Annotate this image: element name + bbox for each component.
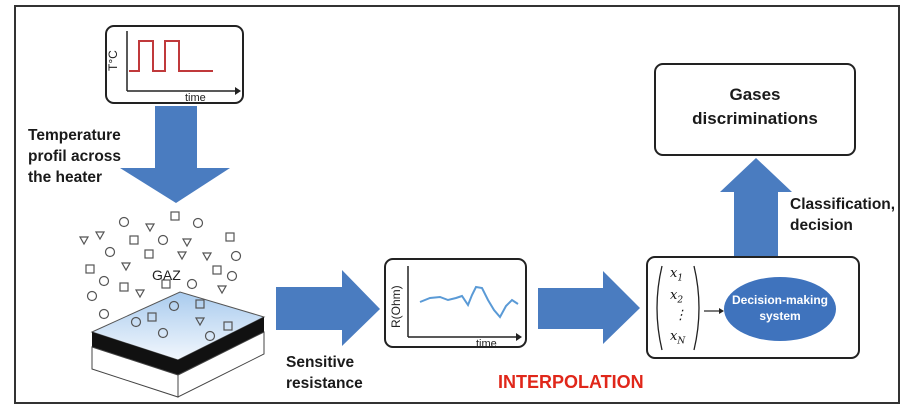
temperature-label-line3: the heater xyxy=(28,169,103,186)
classification-label: Classification, decision xyxy=(790,194,895,236)
decision-diagram: Decision-making system xyxy=(656,265,836,351)
vector-arrow-head-icon xyxy=(719,308,724,314)
gases-line2: discriminations xyxy=(692,109,818,128)
temp-y-axis-label: T°C xyxy=(107,50,120,71)
temperature-profile-plot: T°C time xyxy=(107,31,241,102)
gases-discriminations-label: Gases discriminations xyxy=(656,83,854,131)
resistance-y-axis-label: R(Ohm) xyxy=(389,285,403,328)
vector-xn: xN xyxy=(670,329,686,347)
resistance-plot-box: R(Ohm) time xyxy=(384,258,527,348)
vector-right-bracket xyxy=(693,265,700,351)
classification-line1: Classification, xyxy=(790,196,896,213)
x-axis-arrow-icon xyxy=(235,87,241,95)
sensitive-line1: Sensitive xyxy=(286,354,355,371)
resistance-x-axis-label: time xyxy=(476,338,497,346)
gases-discriminations-box: Gases discriminations xyxy=(654,63,856,156)
decision-system-line1: Decision-making xyxy=(732,293,828,307)
temperature-label-line2: profil across xyxy=(28,148,122,165)
sensitive-resistance-label: Sensitive resistance xyxy=(286,352,363,394)
temp-x-axis-label: time xyxy=(185,92,206,102)
sensor-layer-right xyxy=(178,317,264,375)
temperature-label: Temperature profil across the heater xyxy=(28,125,121,188)
decision-system-ellipse xyxy=(724,277,836,341)
interpolation-label: INTERPOLATION xyxy=(498,372,644,392)
sensor-layer-left xyxy=(92,332,178,375)
decision-box: Decision-making system x1 x2 ⋮ xN xyxy=(646,256,860,359)
vector-x1: x1 xyxy=(670,266,684,284)
gaz-label: GAZ xyxy=(152,267,181,283)
decision-system-line2: system xyxy=(759,309,800,323)
vector-dots: ⋮ xyxy=(674,308,687,323)
resistance-plot: R(Ohm) time xyxy=(389,266,522,346)
sensor-base-right xyxy=(177,331,265,398)
vector-x2: x2 xyxy=(670,288,684,306)
temperature-label-line1: Temperature xyxy=(28,127,121,144)
figure-frame xyxy=(14,5,900,404)
x-axis-arrow-icon xyxy=(516,333,522,341)
resistance-signal xyxy=(419,285,519,319)
gas-molecules xyxy=(78,211,242,342)
gases-line1: Gases xyxy=(729,85,781,104)
temperature-profile-box: T°C time xyxy=(105,25,244,104)
temperature-signal xyxy=(129,40,213,72)
vector-left-bracket xyxy=(656,265,663,351)
sensitive-line2: resistance xyxy=(286,375,363,392)
classification-line2: decision xyxy=(790,217,853,234)
